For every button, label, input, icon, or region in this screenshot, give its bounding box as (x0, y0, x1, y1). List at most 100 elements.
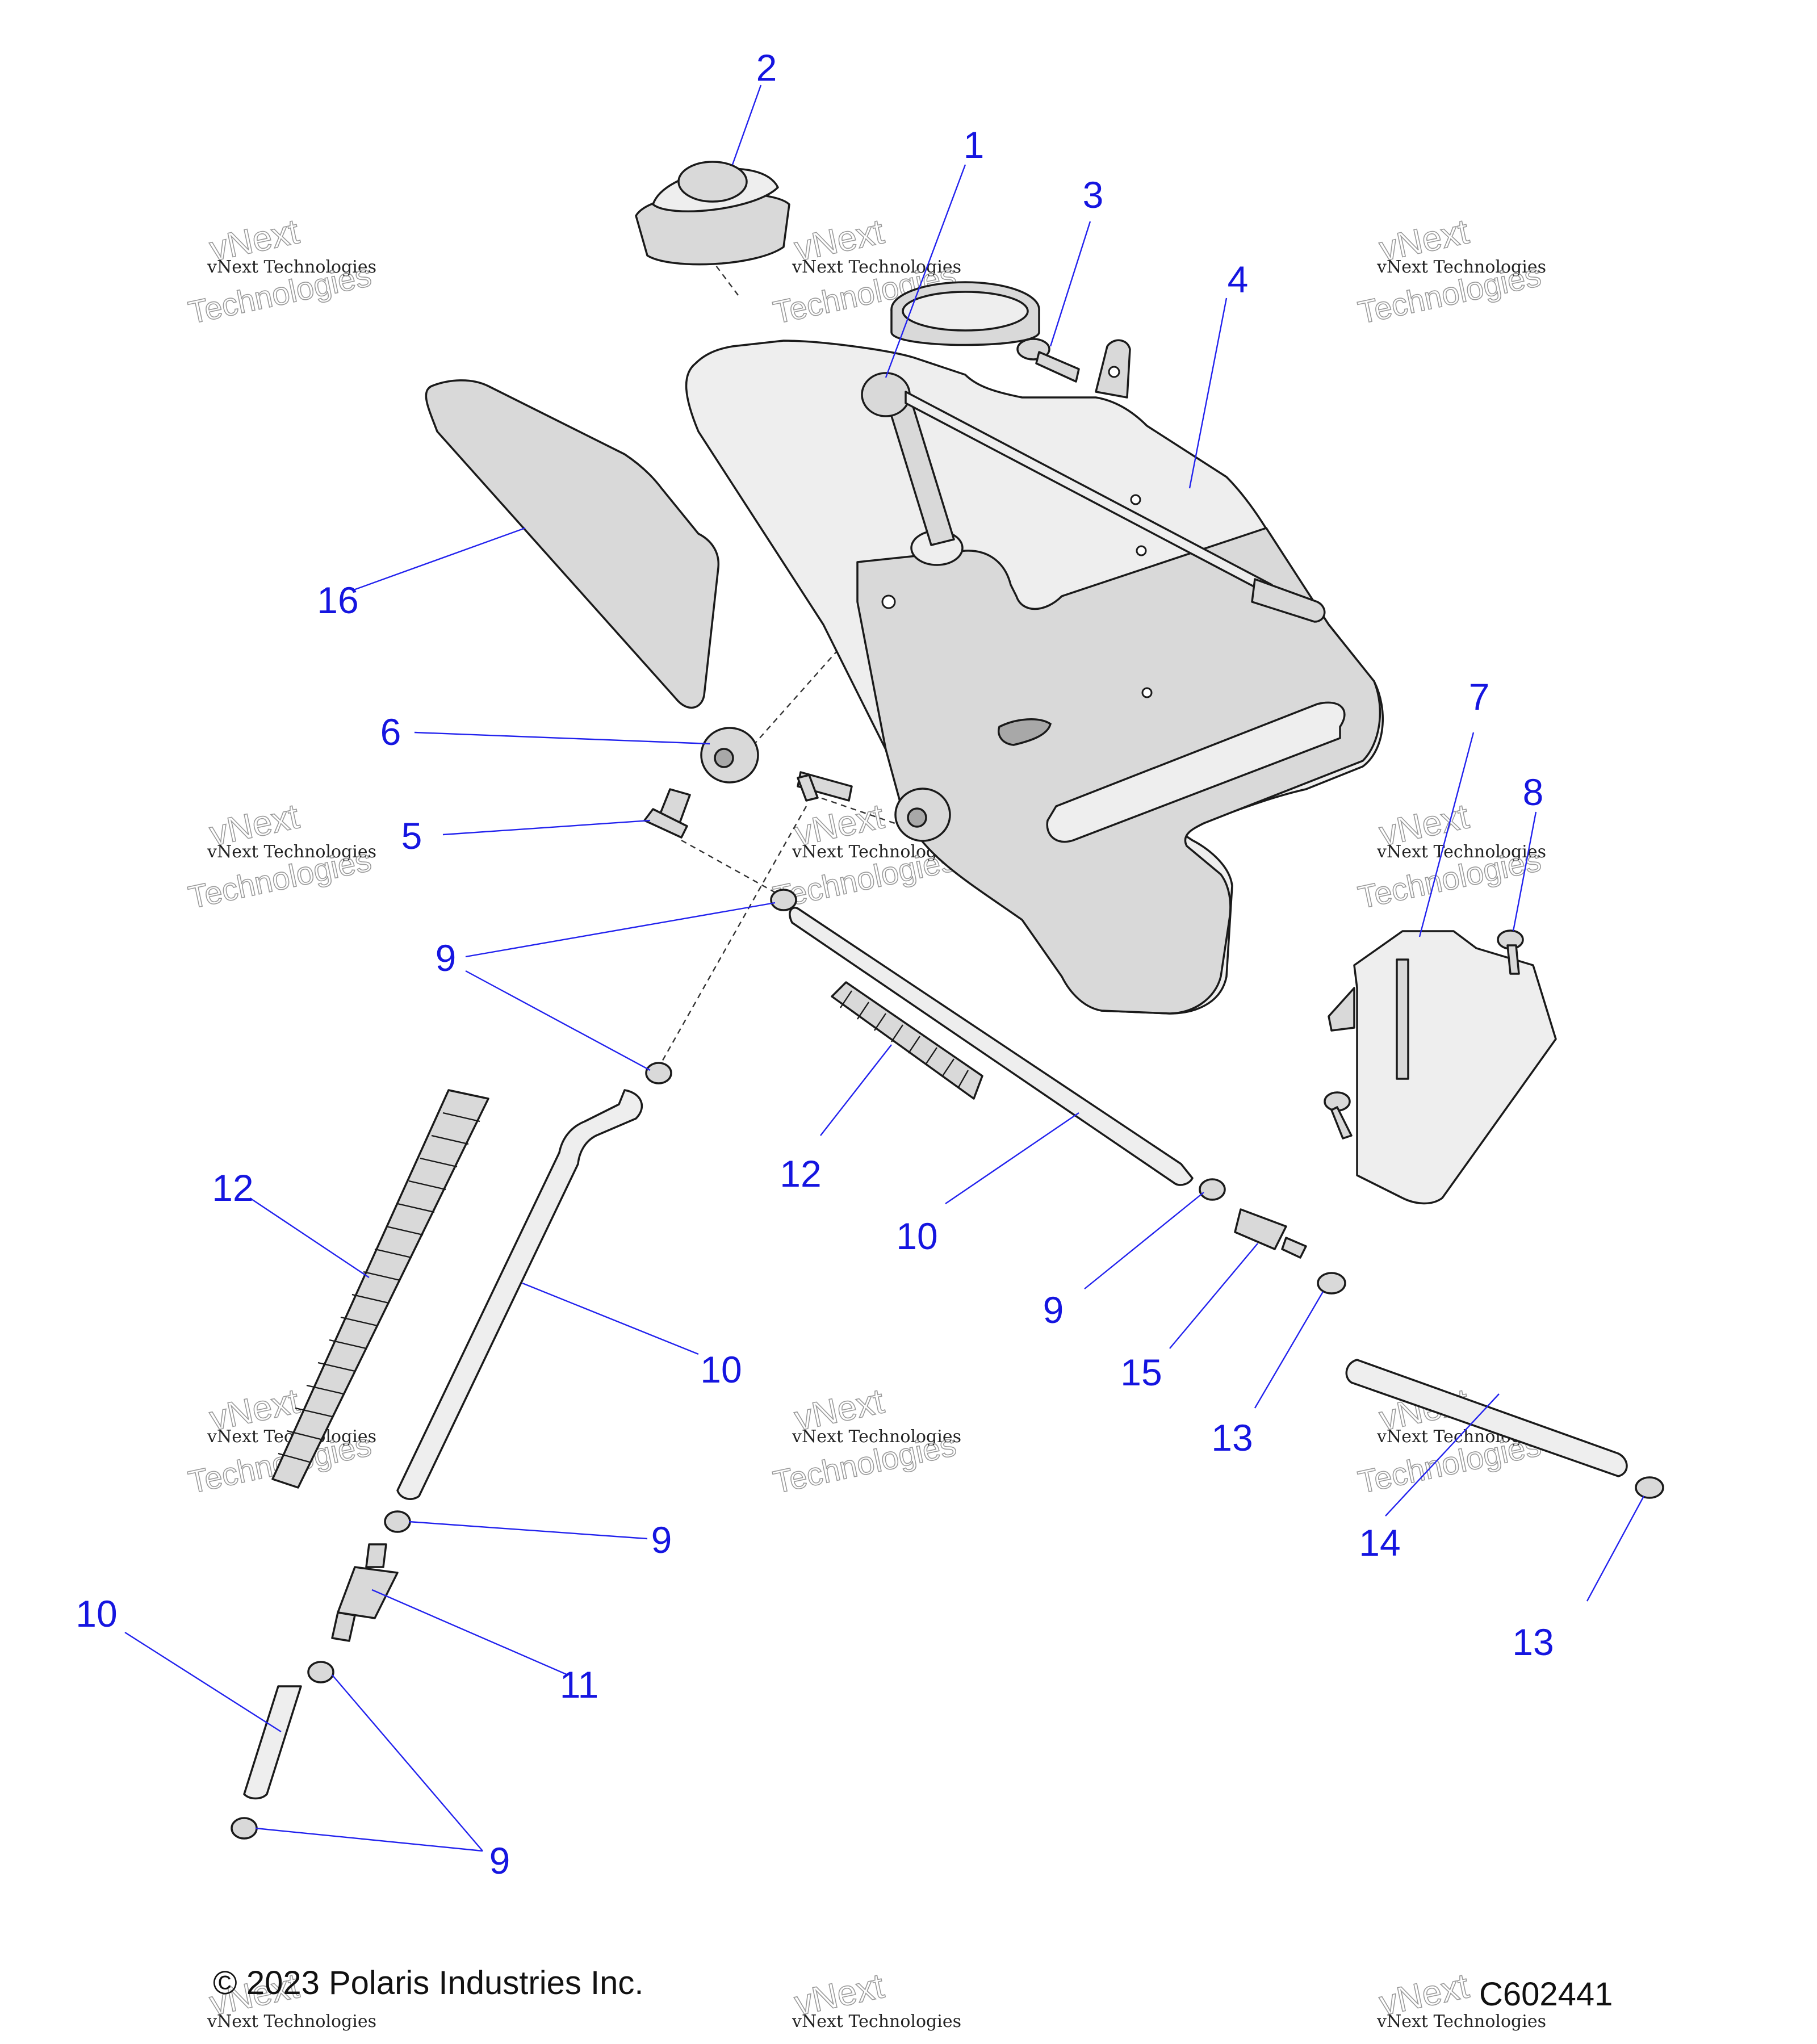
callout-5: 5 (401, 815, 422, 857)
leader-10c (124, 1631, 282, 1733)
leader-9d (408, 1521, 648, 1540)
watermark: vNext vNext Technologies Technologies (769, 1381, 961, 1500)
hose-clamp (307, 1661, 334, 1683)
elbow-axis-line (681, 839, 784, 898)
leader-16 (351, 527, 526, 592)
diagram-code: C602441 (1479, 1976, 1613, 2013)
fuel-tank-shading (998, 718, 1052, 746)
tank-hole (1141, 687, 1153, 698)
leader-14 (1385, 1393, 1500, 1517)
bolt (1497, 929, 1524, 975)
svg-text:vNext Technologies: vNext Technologies (1376, 2012, 1546, 2032)
fuel-tank (685, 281, 1384, 1015)
leader-9e (332, 1674, 483, 1852)
svg-text:vNext Technologies: vNext Technologies (1376, 842, 1546, 862)
spring-clamp (1635, 1476, 1664, 1499)
tank-hole (1136, 545, 1147, 556)
callout-9: 9 (651, 1519, 672, 1561)
elbow-fitting-leg (643, 808, 688, 839)
leader-13b (1586, 1496, 1645, 1602)
leader-10b (522, 1282, 699, 1355)
watermark: vNext vNext Technologies Technologies (1354, 796, 1546, 915)
callout-9: 9 (436, 937, 457, 979)
svg-text:vNext Technologies: vNext Technologies (1376, 257, 1546, 277)
hose-clamp (384, 1510, 411, 1533)
callout-15: 15 (1120, 1351, 1162, 1393)
bolt-shank (1506, 944, 1520, 975)
elbow-fitting (643, 788, 691, 839)
check-valve (1234, 1208, 1307, 1259)
inline-fuel-filter (331, 1543, 399, 1642)
watermark: vNext vNext Technologies Technologies (185, 211, 376, 330)
leader-12b (820, 1044, 892, 1136)
svg-text:vNext Technologies: vNext Technologies (792, 257, 961, 277)
mounting-bracket-flange (1328, 987, 1355, 1032)
svg-text:vNext Technologies: vNext Technologies (207, 2012, 376, 2032)
callout-7: 7 (1469, 676, 1490, 718)
callout-labels: 1 2 3 4 5 6 7 8 9 12 10 9 12 10 15 13 9 … (76, 47, 1554, 1882)
fuel-tank-side-face (856, 527, 1381, 1015)
elbow-fitting (797, 771, 853, 802)
watermark: vNext vNext Technologies Technologies (1354, 211, 1546, 330)
leader-13a (1254, 1291, 1324, 1409)
callout-4: 4 (1228, 258, 1249, 300)
leader-lines (124, 85, 1645, 1852)
grommet (894, 788, 951, 842)
leader-6 (414, 731, 710, 745)
corrugated-sleeve (831, 981, 983, 1100)
leader-15 (1169, 1243, 1258, 1349)
callout-11: 11 (560, 1664, 599, 1706)
fuel-sender-cap (861, 372, 911, 417)
leader-9f (255, 1827, 483, 1852)
corrugated-sleeve (271, 1089, 489, 1489)
watermark: vNext vNext Technologies Technologies (185, 796, 376, 915)
corrugated-sleeve-body (271, 1089, 489, 1489)
mounting-bracket (1324, 930, 1557, 1205)
leader-9c (1084, 1192, 1204, 1289)
fuel-sender (861, 372, 1326, 623)
leader-2 (731, 85, 762, 165)
mounting-bracket-body (1353, 930, 1557, 1205)
callout-13: 13 (1211, 1417, 1253, 1459)
tank-hole (1130, 494, 1141, 505)
callout-10: 10 (896, 1215, 937, 1257)
leader-11 (371, 1589, 568, 1676)
leader-7 (1418, 732, 1475, 937)
callout-14: 14 (1359, 1522, 1400, 1564)
callout-6: 6 (380, 711, 401, 753)
clamp-axis-line (658, 806, 807, 1068)
elbow-fitting-leg (797, 774, 819, 802)
corrugation-rings (840, 990, 969, 1088)
hose-clamp (1199, 1178, 1226, 1201)
check-valve-body (1234, 1208, 1287, 1250)
watermark: vNext vNext Technologies (791, 1966, 962, 2032)
copyright-text: © 2023 Polaris Industries Inc. (213, 1965, 643, 2001)
spring-clamp (1317, 1272, 1346, 1295)
filter-outlet (331, 1611, 356, 1642)
hose-clamp (770, 889, 797, 911)
callout-10: 10 (76, 1593, 117, 1635)
heat-shield-panel (425, 379, 719, 709)
svg-text:vNext Technologies: vNext Technologies (207, 842, 376, 862)
callout-1: 1 (964, 124, 985, 166)
filter-body (337, 1566, 399, 1619)
svg-text:vNext Technologies: vNext Technologies (792, 2012, 961, 2032)
leader-3 (1049, 221, 1091, 347)
callout-10: 10 (700, 1348, 742, 1390)
grommet (700, 727, 759, 784)
callout-13: 13 (1512, 1621, 1554, 1663)
fuel-hose (789, 907, 1194, 1186)
callout-2: 2 (756, 47, 777, 89)
leader-5 (442, 819, 651, 836)
fuel-cap (635, 161, 790, 266)
callout-12: 12 (212, 1167, 253, 1209)
watermark: vNext vNext Technologies (1376, 1966, 1547, 2032)
tab-hole (1108, 366, 1120, 378)
leader-4 (1188, 298, 1228, 489)
grommet-hole (907, 807, 927, 828)
fuel-sender-connector (1251, 578, 1326, 623)
fuel-tank-recess (1046, 701, 1346, 843)
callout-9: 9 (489, 1840, 510, 1882)
callout-12: 12 (780, 1153, 821, 1195)
